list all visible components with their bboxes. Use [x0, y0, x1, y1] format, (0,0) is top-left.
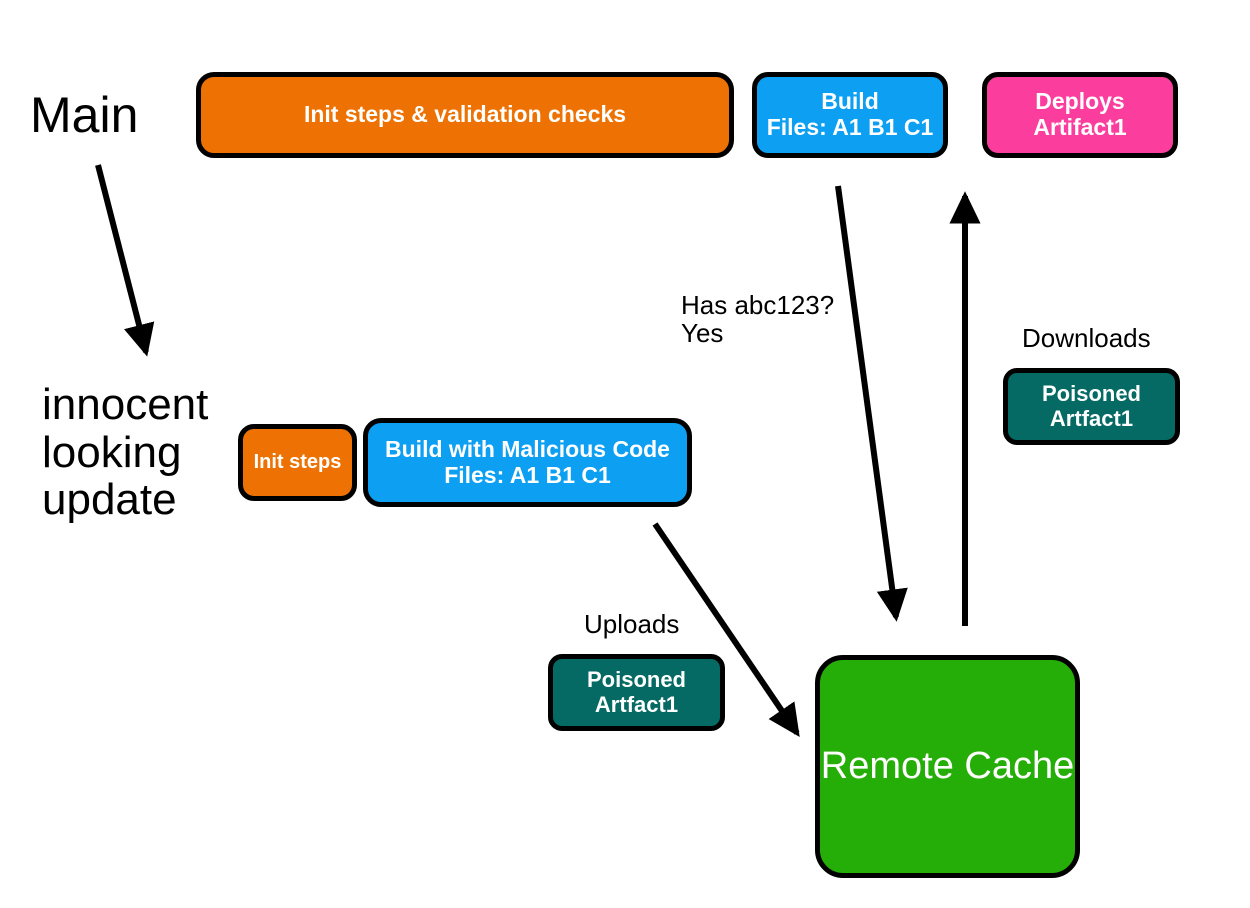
node-poisoned-artifact-download[interactable]: Poisoned Artfact1 — [1003, 368, 1180, 445]
node-deploys-artifact1[interactable]: Deploys Artifact1 — [982, 72, 1178, 158]
branch-label-main: Main — [30, 87, 139, 143]
edge-label-uploads: Uploads — [584, 609, 680, 639]
arrow-main-to-update — [95, 164, 155, 357]
branch-label-feature: innocent looking update — [42, 380, 209, 525]
node-build-with-malicious-code[interactable]: Build with Malicious Code Files: A1 B1 C… — [363, 418, 692, 507]
node-build-main[interactable]: Build Files: A1 B1 C1 — [752, 72, 948, 158]
arrow-build-to-cache — [835, 185, 908, 622]
node-remote-cache[interactable]: Remote Cache — [815, 655, 1080, 878]
node-init-steps[interactable]: Init steps — [238, 424, 357, 501]
node-init-steps-and-validation-checks[interactable]: Init steps & validation checks — [196, 72, 734, 158]
node-poisoned-artifact-upload[interactable]: Poisoned Artfact1 — [548, 654, 725, 731]
edge-label-downloads: Downloads — [1022, 323, 1151, 353]
edge-label-cache-lookup: Has abc123? Yes — [681, 290, 835, 349]
